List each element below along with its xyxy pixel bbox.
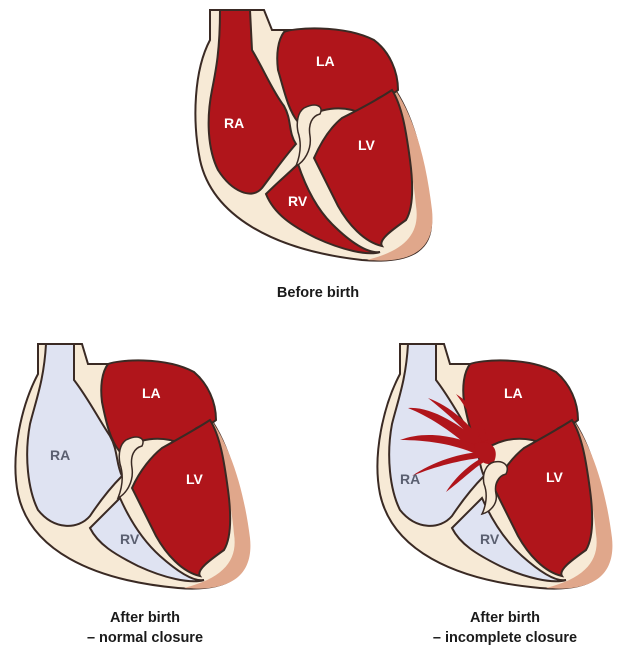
normal-closure-label-rv: RV (120, 531, 140, 547)
normal-closure-caption: After birth – normal closure (60, 608, 230, 648)
normal-closure-label-ra: RA (50, 447, 70, 463)
normal-closure-caption-line2: – normal closure (60, 628, 230, 648)
incomplete-closure-label-rv: RV (480, 531, 500, 547)
incomplete-closure-label-ra: RA (400, 471, 420, 487)
incomplete-closure-caption: After birth – incomplete closure (410, 608, 600, 648)
incomplete-closure-caption-line1: After birth (410, 608, 600, 628)
before-birth-label-la: LA (316, 53, 335, 69)
incomplete-closure-label-la: LA (504, 385, 523, 401)
incomplete-closure-label-lv: LV (546, 469, 564, 485)
before-birth-caption: Before birth (218, 283, 418, 303)
incomplete-closure-caption-line2: – incomplete closure (410, 628, 600, 648)
incomplete-closure-heart: RA LA RV LV (377, 344, 612, 589)
before-birth-label-rv: RV (288, 193, 308, 209)
normal-closure-caption-line1: After birth (60, 608, 230, 628)
before-birth-label-lv: LV (358, 137, 376, 153)
normal-closure-heart: RA LA RV LV (15, 344, 250, 589)
normal-closure-label-la: LA (142, 385, 161, 401)
normal-closure-label-lv: LV (186, 471, 204, 487)
before-birth-label-ra: RA (224, 115, 244, 131)
before-birth-heart: RA LA RV LV (195, 10, 432, 261)
before-birth-caption-text: Before birth (277, 285, 359, 301)
